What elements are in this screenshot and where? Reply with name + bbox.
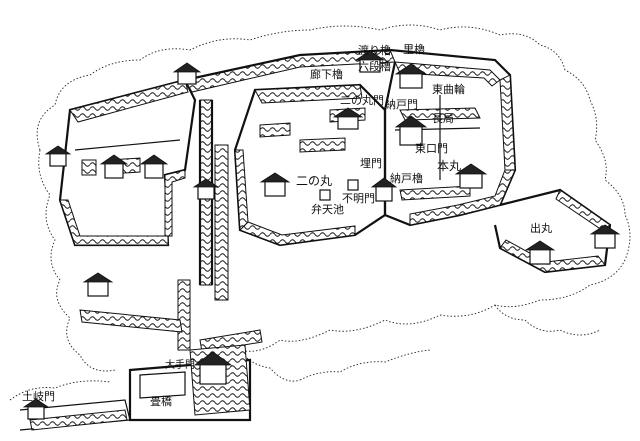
- label-higashi-guchi-mon: 東口門: [415, 142, 448, 155]
- label-roka-yagura: 廊下櫓: [310, 67, 343, 81]
- label-tatami-bashi: 畳橋: [150, 394, 172, 408]
- turret-toki: [22, 398, 50, 420]
- label-sato-yagura: 里櫓: [403, 42, 425, 56]
- turret-de-maru-east: [589, 224, 621, 249]
- yagura-buildings: [22, 50, 621, 420]
- label-sakichi-mon: 納戸門: [385, 98, 418, 111]
- turret-hon-maru: [394, 115, 428, 146]
- turret-north-1: [354, 50, 386, 73]
- turret-hon-maru-east: [454, 163, 488, 189]
- label-umemon: 埋門: [360, 157, 382, 170]
- turret-central: [192, 178, 220, 200]
- small-square-building: [347, 179, 359, 191]
- label-higashi-kuruwa: 東曲輪: [432, 82, 465, 96]
- turret-west-2: [99, 154, 129, 179]
- turret-de-maru-west: [524, 240, 556, 265]
- turret-west-3: [139, 154, 169, 179]
- label-benten-ike: 弁天池: [311, 202, 344, 216]
- label-de-maru: 出丸: [530, 221, 552, 235]
- de-maru-enclosure: [493, 188, 612, 274]
- turret-north-2: [394, 63, 428, 89]
- terrain-outline: [9, 24, 631, 401]
- label-rokudanbasho: 六段櫓: [358, 59, 391, 73]
- turret-northwest: [172, 62, 202, 85]
- turret-ni-no-maru: [259, 172, 291, 197]
- turret-nando: [370, 177, 398, 202]
- label-watari-yagura: 渡り櫓: [358, 43, 391, 57]
- label-ni-no-maru: 二の丸: [296, 174, 332, 188]
- hall-outline: [319, 189, 331, 201]
- ni-no-maru-enclosure: [233, 83, 387, 247]
- turret-west-1: [44, 145, 72, 167]
- turret-ote: [193, 351, 233, 385]
- place-labels: 渡り櫓 里櫓 廊下櫓 六段櫓 二の丸門 東曲輪 納戸門 長局 埋門 東口門 本丸…: [22, 42, 552, 408]
- turret-ni-no-maru-gate: [332, 107, 364, 130]
- label-ni-no-maru-mon: 二の丸門: [340, 94, 384, 107]
- label-nagatsubone: 長局: [432, 112, 454, 125]
- label-nando-yagura: 納戸櫓: [390, 171, 423, 185]
- label-fumei-mon: 不明門: [342, 192, 375, 205]
- label-toki-mon: 土岐門: [22, 390, 55, 403]
- label-ote-mon: 大手門: [165, 358, 195, 371]
- label-hon-maru: 本丸: [437, 159, 461, 173]
- west-enclosure: [58, 78, 197, 247]
- turret-left-mid: [82, 272, 114, 297]
- central-passage: [177, 99, 229, 351]
